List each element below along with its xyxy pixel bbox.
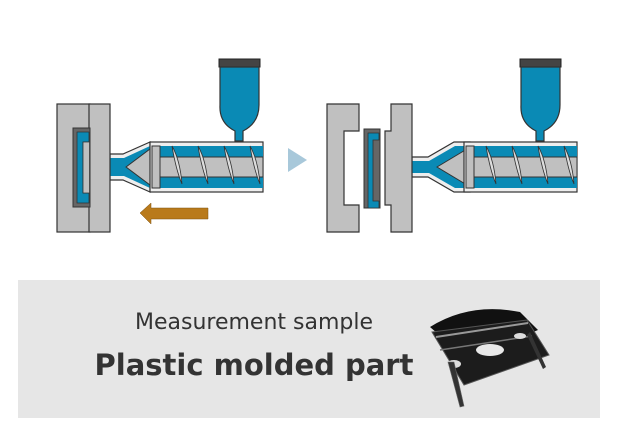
arrow-left-icon (139, 202, 209, 225)
barrel-screw (109, 141, 264, 193)
next-step-arrow-icon (288, 148, 307, 172)
mold-open-step (326, 58, 578, 233)
mold (56, 103, 111, 233)
barrel-screw (411, 141, 578, 193)
hopper-icon (218, 58, 261, 142)
injection-molding-diagram (56, 58, 578, 233)
hopper-icon (519, 58, 562, 142)
sample-panel: Measurement sample Plastic molded part (18, 280, 600, 418)
mold-open (326, 103, 413, 233)
plastic-part-photo (430, 309, 550, 408)
molded-part (363, 128, 381, 209)
sample-label: Measurement sample (134, 310, 373, 335)
sample-name: Plastic molded part (94, 348, 414, 382)
injection-step (56, 58, 264, 233)
